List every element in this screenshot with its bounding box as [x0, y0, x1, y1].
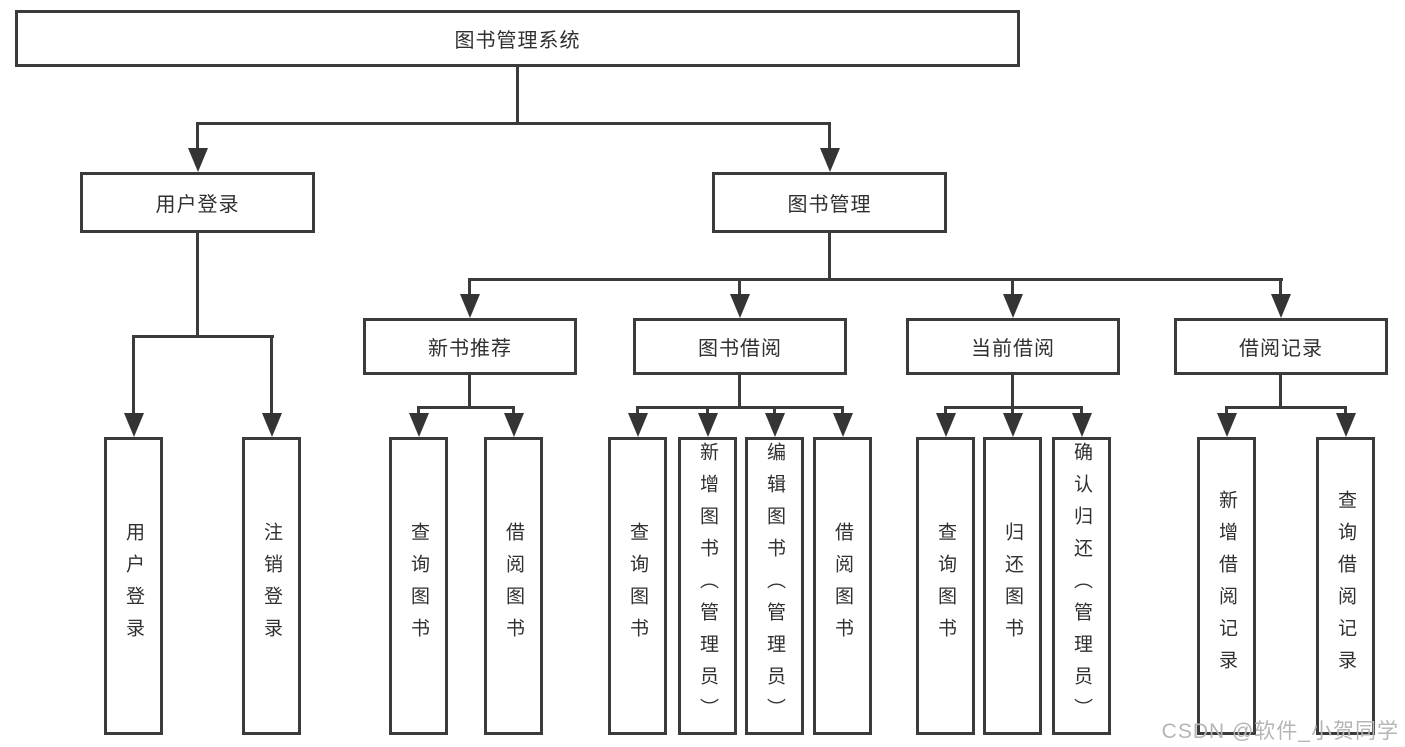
connector-book-mgmt-bar: [468, 278, 1283, 281]
node-borrow-records-label: 借阅记录: [1239, 338, 1323, 360]
leaf-add-book-admin: 新增图书（管理员）: [678, 437, 737, 735]
leaf-query-borrow-record-label: 查询借阅记录: [1335, 490, 1356, 682]
leaf-add-borrow-record: 新增借阅记录: [1197, 437, 1256, 735]
leaf-newbook-borrow-books-label: 借阅图书: [503, 522, 524, 650]
connector-root-stub-right: [828, 122, 831, 150]
leaf-newbook-query-books-label: 查询图书: [408, 522, 429, 650]
connector-groupE-trunk: [1279, 375, 1282, 408]
node-new-book-recommend-label: 新书推荐: [428, 338, 512, 360]
leaf-edit-book-admin: 编辑图书（管理员）: [745, 437, 804, 735]
connector-groupB-trunk: [468, 375, 471, 408]
connector-groupE-stub-2: [1344, 406, 1347, 415]
arrowhead-borrow-records: [1271, 294, 1291, 318]
arrowhead-C2: [698, 413, 718, 437]
connector-root-bar: [196, 122, 831, 125]
connector-groupC-stub-1: [636, 406, 639, 415]
leaf-return-books: 归还图书: [983, 437, 1042, 735]
connector-stub-new-book: [468, 278, 471, 296]
leaf-borrow-query-books: 查询图书: [608, 437, 667, 735]
node-book-borrow: 图书借阅: [633, 318, 847, 375]
connector-groupD-stub-3: [1080, 406, 1083, 415]
node-user-login-label: 用户登录: [155, 194, 240, 216]
connector-groupC-stub-3: [773, 406, 776, 415]
arrowhead-D2: [1003, 413, 1023, 437]
connector-groupC-stub-4: [841, 406, 844, 415]
leaf-user-login-label: 用户登录: [123, 522, 144, 650]
node-book-management-label: 图书管理: [787, 194, 872, 216]
node-root-label: 图书管理系统: [454, 30, 581, 52]
node-new-book-recommend: 新书推荐: [363, 318, 577, 375]
connector-groupE-stub-1: [1225, 406, 1228, 415]
connector-groupE-bar: [1225, 406, 1347, 409]
connector-groupC-stub-2: [706, 406, 709, 415]
node-borrow-records: 借阅记录: [1174, 318, 1388, 375]
leaf-confirm-return-admin-label: 确认归还（管理员）: [1071, 442, 1092, 730]
connector-user-login-stub-2: [270, 335, 273, 415]
connector-groupC-bar: [636, 406, 844, 409]
leaf-query-borrow-record: 查询借阅记录: [1316, 437, 1375, 735]
connector-stub-current-borrow: [1011, 278, 1014, 296]
leaf-borrow-query-books-label: 查询图书: [627, 522, 648, 650]
connector-user-login-bar: [132, 335, 274, 338]
arrowhead-new-book: [460, 294, 480, 318]
arrowhead-leaf-login: [124, 413, 144, 437]
connector-book-mgmt-trunk: [828, 233, 831, 280]
arrowhead-E1: [1217, 413, 1237, 437]
connector-groupD-stub-1: [944, 406, 947, 415]
connector-root-stub-left: [196, 122, 199, 150]
arrowhead-book-management: [820, 148, 840, 172]
leaf-add-book-admin-label: 新增图书（管理员）: [697, 442, 718, 730]
arrowhead-E2: [1336, 413, 1356, 437]
arrowhead-C3: [765, 413, 785, 437]
connector-groupD-trunk: [1011, 375, 1014, 408]
watermark: CSDN @软件_小贺同学: [1161, 720, 1399, 743]
node-root: 图书管理系统: [15, 10, 1020, 67]
leaf-user-login: 用户登录: [104, 437, 163, 735]
arrowhead-D3: [1072, 413, 1092, 437]
connector-groupD-stub-2: [1011, 406, 1014, 415]
leaf-current-query-books-label: 查询图书: [935, 522, 956, 650]
arrowhead-C4: [833, 413, 853, 437]
leaf-newbook-borrow-books: 借阅图书: [484, 437, 543, 735]
node-book-management: 图书管理: [712, 172, 947, 233]
node-current-borrow: 当前借阅: [906, 318, 1120, 375]
leaf-add-borrow-record-label: 新增借阅记录: [1216, 490, 1237, 682]
leaf-edit-book-admin-label: 编辑图书（管理员）: [764, 442, 785, 730]
arrowhead-D1: [936, 413, 956, 437]
node-user-login: 用户登录: [80, 172, 315, 233]
leaf-return-books-label: 归还图书: [1002, 522, 1023, 650]
connector-groupB-bar: [417, 406, 515, 409]
arrowhead-book-borrow: [730, 294, 750, 318]
node-book-borrow-label: 图书借阅: [698, 338, 782, 360]
arrowhead-user-login: [188, 148, 208, 172]
connector-user-login-stub-1: [132, 335, 135, 415]
leaf-confirm-return-admin: 确认归还（管理员）: [1052, 437, 1111, 735]
leaf-newbook-query-books: 查询图书: [389, 437, 448, 735]
connector-user-login-trunk: [196, 233, 199, 338]
arrowhead-C1: [628, 413, 648, 437]
connector-root-trunk: [516, 67, 519, 124]
connector-groupC-trunk: [738, 375, 741, 408]
leaf-borrow-borrow-books: 借阅图书: [813, 437, 872, 735]
node-current-borrow-label: 当前借阅: [971, 338, 1055, 360]
connector-groupB-stub-2: [512, 406, 515, 415]
arrowhead-leaf-logout: [262, 413, 282, 437]
arrowhead-B2: [504, 413, 524, 437]
leaf-logout: 注销登录: [242, 437, 301, 735]
leaf-current-query-books: 查询图书: [916, 437, 975, 735]
arrowhead-B1: [409, 413, 429, 437]
connector-stub-borrow-records: [1279, 278, 1282, 296]
leaf-logout-label: 注销登录: [261, 522, 282, 650]
arrowhead-current-borrow: [1003, 294, 1023, 318]
connector-stub-book-borrow: [738, 278, 741, 296]
connector-groupB-stub-1: [417, 406, 420, 415]
leaf-borrow-borrow-books-label: 借阅图书: [832, 522, 853, 650]
